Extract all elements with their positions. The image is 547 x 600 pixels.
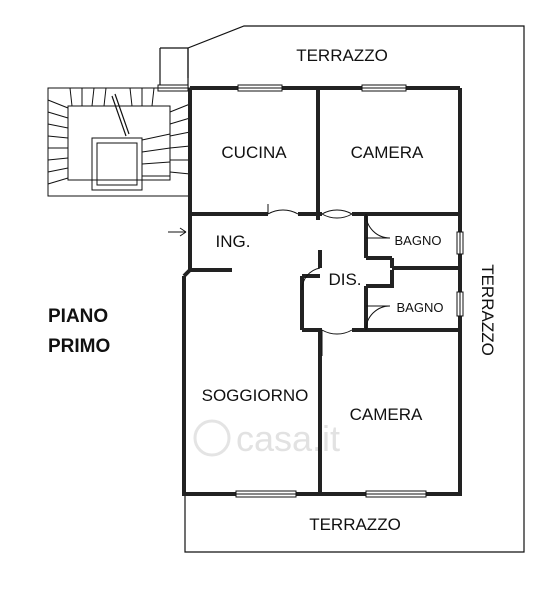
label-cucina: CUCINA — [221, 143, 287, 162]
label-camera-top: CAMERA — [351, 143, 424, 162]
label-terrazzo-bottom: TERRAZZO — [309, 515, 401, 534]
label-ingresso: ING. — [216, 232, 251, 251]
label-terrazzo-right: TERRAZZO — [478, 264, 497, 356]
terrace-outline — [159, 25, 525, 553]
staircase — [47, 87, 191, 197]
label-camera-bottom: CAMERA — [350, 405, 423, 424]
label-terrazzo-top: TERRAZZO — [296, 46, 388, 65]
windows — [157, 84, 464, 498]
floor-title-line-1: PIANO — [48, 306, 108, 327]
label-bagno-1: BAGNO — [395, 233, 442, 248]
floor-title-line-2: PRIMO — [48, 336, 110, 357]
label-bagno-2: BAGNO — [397, 300, 444, 315]
watermark-text: casa.it — [236, 418, 340, 459]
label-soggiorno: SOGGIORNO — [202, 386, 309, 405]
label-disimpegno: DIS. — [328, 270, 361, 289]
doors — [168, 204, 391, 356]
watermark: casa.it — [193, 418, 340, 459]
